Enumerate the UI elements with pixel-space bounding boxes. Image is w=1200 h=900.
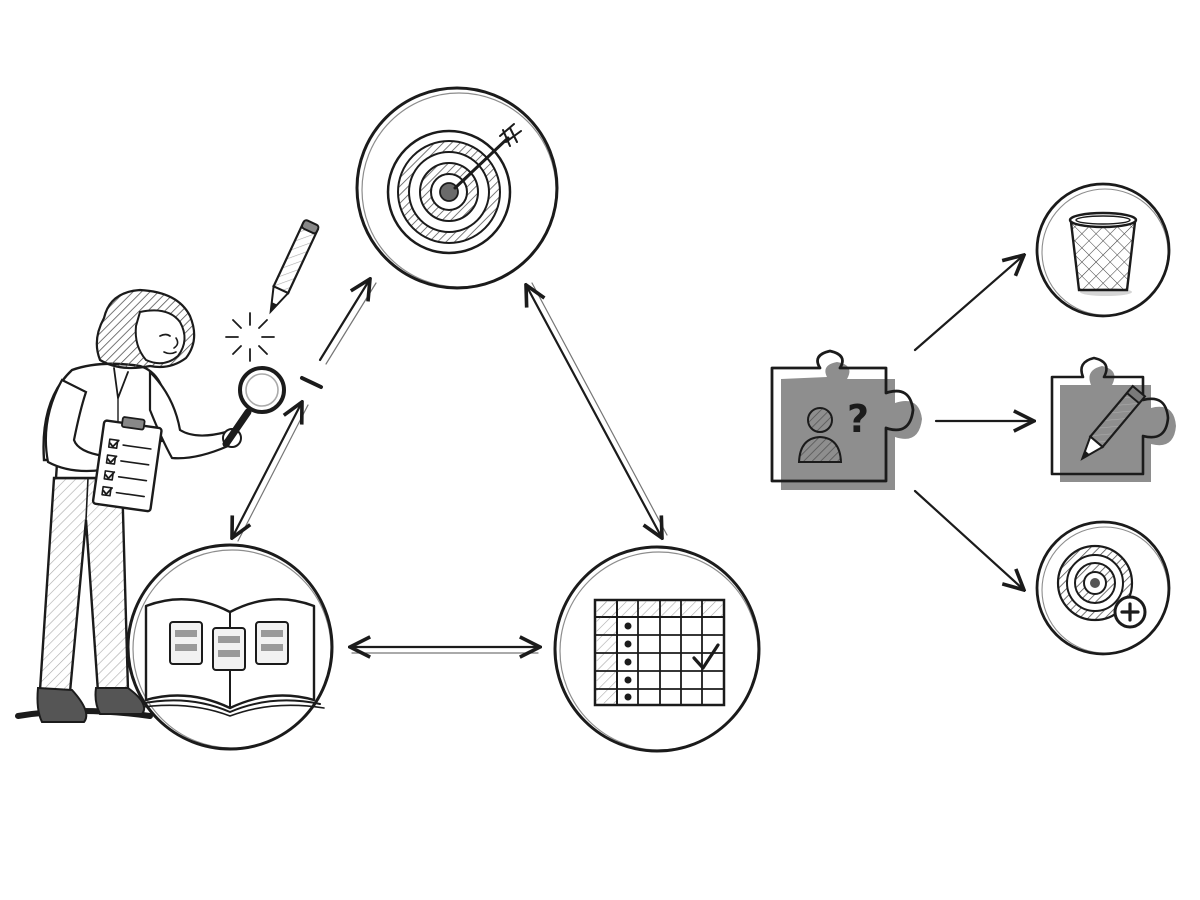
matrix-node — [553, 545, 761, 753]
link-catalog-matrix — [350, 647, 540, 653]
discard-node — [1035, 182, 1171, 318]
wastebasket-icon — [1068, 211, 1138, 296]
link-target-matrix — [526, 283, 668, 538]
catalog-node — [126, 543, 334, 751]
link-target-catalog — [232, 279, 377, 541]
edit-node — [1050, 356, 1176, 482]
target-node — [355, 86, 559, 290]
pencil-icon — [1080, 384, 1147, 461]
sparkle-icon — [225, 312, 275, 362]
target-plus-icon — [1056, 544, 1147, 629]
question-mark: ? — [847, 397, 869, 441]
checklist-grid-icon — [593, 598, 726, 707]
bullseye-with-arrow-icon — [386, 123, 522, 255]
magnifying-glass-icon — [222, 366, 286, 448]
puzzle-pencil-icon — [1050, 356, 1176, 482]
open-book-icon — [135, 598, 325, 717]
outcome-arrows — [913, 255, 1034, 590]
person-with-magnifier-icon — [15, 288, 286, 723]
person-silhouette-icon — [797, 407, 843, 463]
floating-pencil-icon — [269, 219, 320, 315]
puzzle-piece-icon: ? — [770, 349, 922, 490]
new-target-node — [1035, 520, 1171, 656]
clipboard-checklist-icon — [91, 416, 163, 513]
